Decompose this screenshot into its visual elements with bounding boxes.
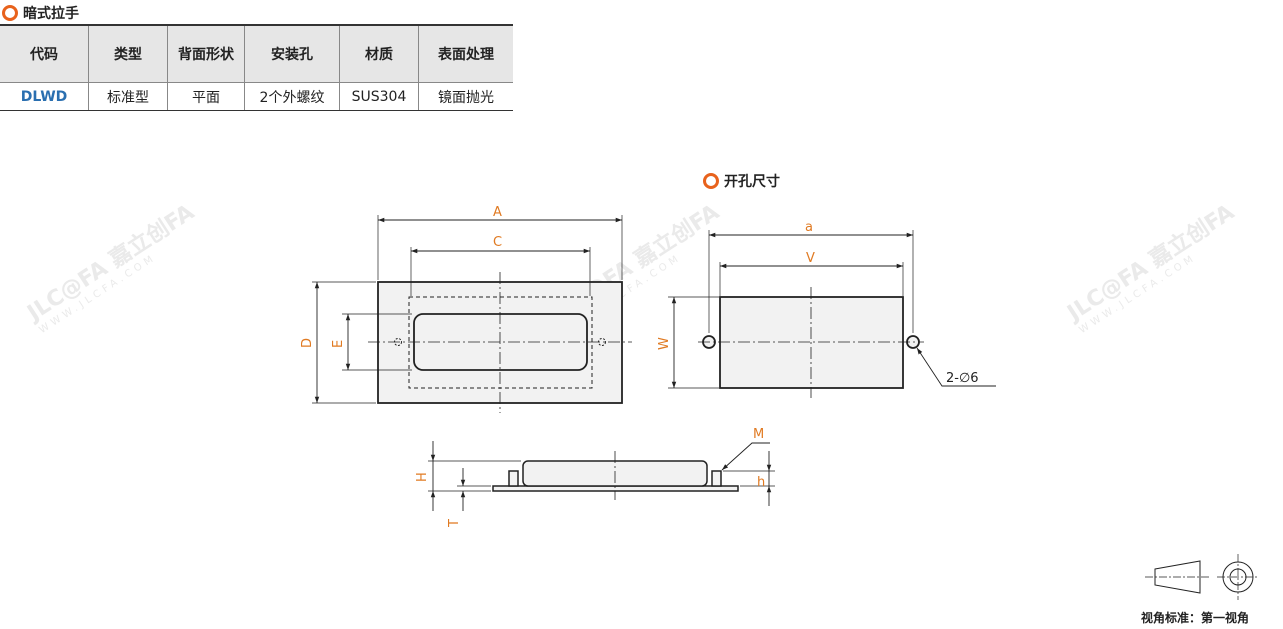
dim-label-E: E: [331, 340, 346, 348]
leader-hole: [916, 347, 996, 387]
cell-back-shape: 平面: [167, 82, 245, 111]
dim-label-A: A: [493, 205, 502, 220]
hole-callout: 2-∅6: [946, 371, 979, 386]
section-title-cutout: 开孔尺寸: [703, 171, 780, 191]
dim-label-M: M: [753, 427, 764, 442]
ring-bullet-icon: [703, 173, 719, 189]
dim-label-H: H: [415, 472, 430, 482]
cell-mount-hole: 2个外螺纹: [244, 82, 340, 111]
table-row: DLWD 标准型 平面 2个外螺纹 SUS304 镜面抛光: [0, 82, 513, 111]
header-material: 材质: [339, 24, 419, 83]
cell-code[interactable]: DLWD: [0, 82, 89, 111]
cell-surface: 镜面抛光: [418, 82, 513, 111]
header-code: 代码: [0, 24, 89, 83]
projection-symbol-icon: [1145, 554, 1259, 600]
side-view: [428, 441, 775, 511]
stud-left: [508, 470, 519, 487]
header-mount-hole: 安装孔: [244, 24, 340, 83]
ring-bullet-icon: [2, 5, 18, 21]
spec-table: 代码 类型 背面形状 安装孔 材质 表面处理 DLWD 标准型 平面 2个外螺纹…: [0, 24, 513, 111]
table-header-row: 代码 类型 背面形状 安装孔 材质 表面处理: [0, 24, 513, 83]
dim-label-T: T: [447, 519, 462, 528]
dim-label-W: W: [657, 337, 672, 350]
cutout-view: [668, 230, 996, 398]
cell-material: SUS304: [339, 82, 419, 111]
header-type: 类型: [88, 24, 168, 83]
front-view: [312, 215, 632, 413]
dim-label-a: a: [805, 220, 813, 235]
dim-label-D: D: [300, 338, 315, 348]
cutout-rect: [719, 296, 904, 389]
leader-M: [721, 442, 770, 471]
dim-label-V: V: [806, 251, 815, 266]
stud-right: [711, 470, 722, 487]
cell-type: 标准型: [88, 82, 168, 111]
header-back-shape: 背面形状: [167, 24, 245, 83]
stud-right-icon: [598, 338, 606, 346]
header-surface: 表面处理: [418, 24, 513, 83]
section-title-handle: 暗式拉手: [2, 3, 79, 23]
view-standard-label: 视角标准：第一视角: [1141, 611, 1250, 625]
dim-label-h: h: [757, 475, 765, 490]
dim-label-C: C: [493, 235, 502, 250]
stud-left-icon: [394, 338, 402, 346]
hidden-recess-outline: [408, 296, 593, 389]
